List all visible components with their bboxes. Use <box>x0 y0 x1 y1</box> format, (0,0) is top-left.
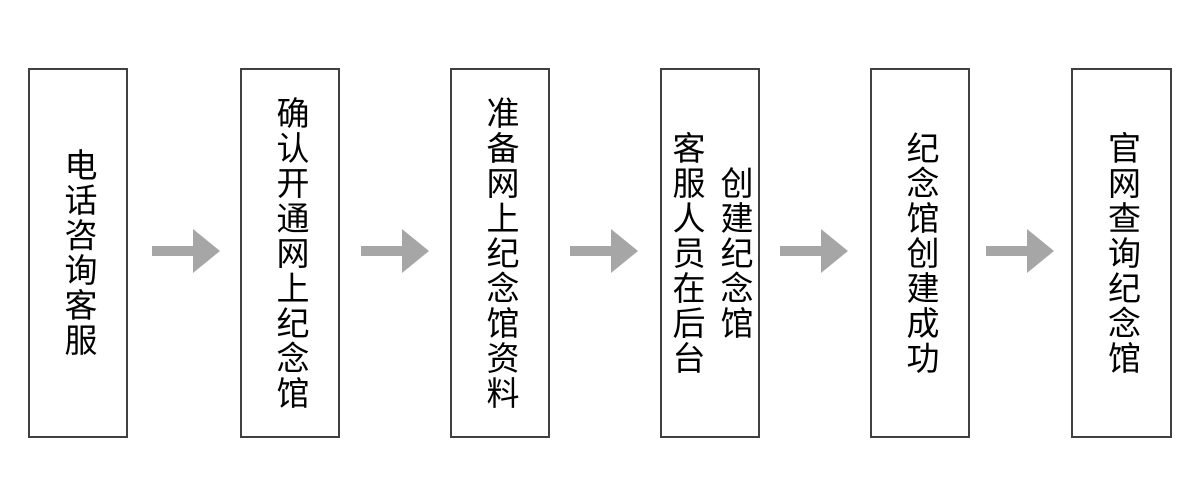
flow-step-3: 准备网上纪念馆资料 <box>450 68 550 438</box>
flow-step-line: 准备网上纪念馆资料 <box>482 95 519 411</box>
arrow-right-shape <box>986 229 1054 273</box>
flow-step-4: 客服人员在后台 创建纪念馆 <box>660 68 760 438</box>
flow-step-line: 确认开通网上纪念馆 <box>272 95 309 411</box>
flow-step-line: 客服人员在后台 <box>668 130 705 376</box>
arrow-right-icon <box>986 229 1054 273</box>
flow-step-5-label: 纪念馆创建成功 <box>896 73 944 433</box>
flow-step-line: 电话咨询客服 <box>60 148 97 358</box>
flow-step-line: 创建纪念馆 <box>716 165 753 341</box>
arrow-right-shape <box>570 229 638 273</box>
flow-step-6: 官网查询纪念馆 <box>1071 68 1172 438</box>
arrow-right-shape <box>361 229 429 273</box>
flow-step-2: 确认开通网上纪念馆 <box>240 68 340 438</box>
arrow-right-icon <box>570 229 638 273</box>
flow-step-1: 电话咨询客服 <box>28 68 128 438</box>
arrow-right-shape <box>780 229 848 273</box>
flow-step-line: 官网查询纪念馆 <box>1103 130 1141 376</box>
flow-step-1-label: 电话咨询客服 <box>54 73 102 433</box>
arrow-right-icon <box>780 229 848 273</box>
flow-step-4-label: 客服人员在后台 创建纪念馆 <box>662 73 758 433</box>
arrow-right-icon <box>361 229 429 273</box>
arrow-right-shape <box>152 229 220 273</box>
flow-step-line: 纪念馆创建成功 <box>902 130 939 376</box>
arrow-right-icon <box>152 229 220 273</box>
flow-step-6-label: 官网查询纪念馆 <box>1098 73 1146 433</box>
flow-step-5: 纪念馆创建成功 <box>870 68 970 438</box>
flow-step-2-label: 确认开通网上纪念馆 <box>266 73 314 433</box>
flow-step-3-label: 准备网上纪念馆资料 <box>476 73 524 433</box>
